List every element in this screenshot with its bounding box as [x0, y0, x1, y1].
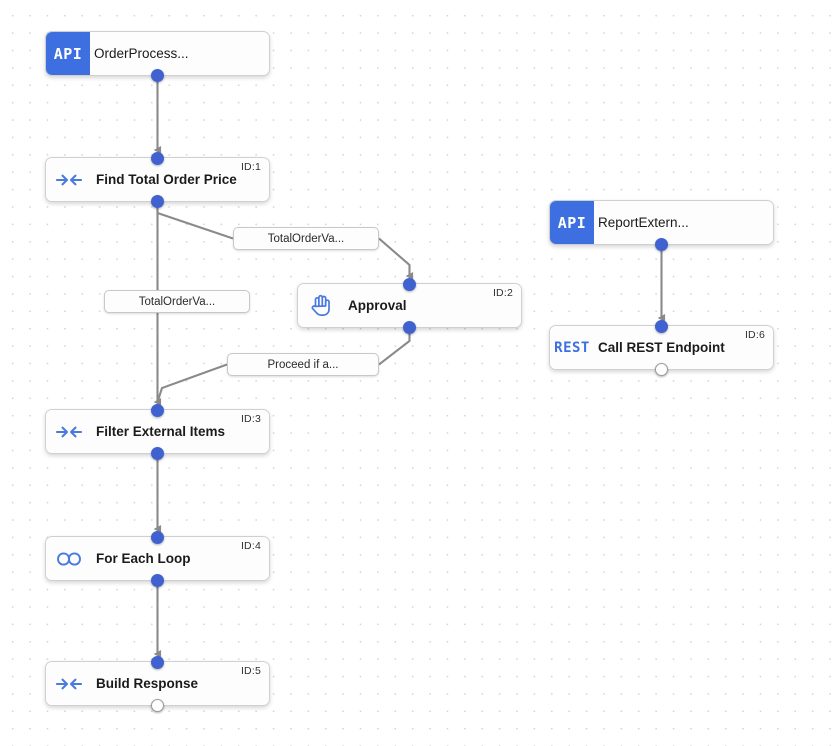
input-port[interactable]: [151, 403, 164, 417]
node-id-badge: ID:2: [492, 287, 513, 299]
edge-label-proceed-if-approved[interactable]: Proceed if a...: [227, 353, 379, 376]
infinity-loop-icon: [46, 551, 92, 567]
edge-find-total-to-label1: [156, 202, 234, 240]
input-port[interactable]: [151, 655, 164, 669]
hand-stop-icon: [298, 294, 344, 318]
node-id-badge: ID:6: [744, 329, 765, 341]
input-port[interactable]: [151, 151, 164, 165]
node-order-process[interactable]: API OrderProcess...: [45, 31, 270, 82]
input-port[interactable]: [151, 530, 164, 544]
output-port[interactable]: [151, 698, 164, 712]
output-port[interactable]: [655, 362, 668, 376]
node-filter-external-items[interactable]: Filter External Items ID:3: [45, 403, 270, 460]
edge-approval-to-label3: [378, 328, 411, 366]
node-id-badge: ID:4: [240, 540, 261, 552]
node-id-badge: ID:1: [240, 161, 261, 173]
node-label: OrderProcess...: [94, 46, 189, 61]
rest-badge-icon: REST: [554, 339, 590, 356]
output-port[interactable]: [403, 320, 416, 334]
node-find-total-order-price[interactable]: Find Total Order Price ID:1: [45, 151, 270, 208]
node-label: Find Total Order Price: [96, 172, 237, 187]
api-badge-icon: API: [46, 32, 90, 75]
node-label: ReportExtern...: [598, 215, 689, 230]
input-port[interactable]: [655, 319, 668, 333]
merge-arrows-icon: [46, 424, 92, 440]
node-label: Filter External Items: [96, 424, 226, 439]
node-id-badge: ID:5: [240, 665, 261, 677]
output-port[interactable]: [151, 194, 164, 208]
node-approval[interactable]: Approval ID:2: [297, 277, 522, 334]
input-port[interactable]: [403, 277, 416, 291]
node-for-each-loop[interactable]: For Each Loop ID:4: [45, 530, 270, 587]
edge-label-total-order-value-2[interactable]: TotalOrderVa...: [104, 290, 250, 313]
edge-label3-to-filter: [156, 363, 228, 403]
edge-label-total-order-value-1[interactable]: TotalOrderVa...: [233, 227, 379, 250]
node-label: Build Response: [96, 676, 199, 691]
output-port[interactable]: [151, 573, 164, 587]
merge-arrows-icon: [46, 172, 92, 188]
node-label: For Each Loop: [96, 551, 191, 566]
node-label: Approval: [348, 298, 407, 313]
node-build-response[interactable]: Build Response ID:5: [45, 655, 270, 712]
node-label: Call REST Endpoint: [598, 340, 725, 355]
api-badge-icon: API: [550, 201, 594, 244]
output-port[interactable]: [655, 237, 668, 251]
node-report-extern[interactable]: API ReportExtern...: [549, 200, 774, 251]
node-id-badge: ID:3: [240, 413, 261, 425]
node-call-rest-endpoint[interactable]: REST Call REST Endpoint ID:6: [549, 319, 774, 376]
edge-label1-to-approval: [378, 237, 414, 280]
merge-arrows-icon: [46, 676, 92, 692]
output-port[interactable]: [151, 68, 164, 82]
output-port[interactable]: [151, 446, 164, 460]
